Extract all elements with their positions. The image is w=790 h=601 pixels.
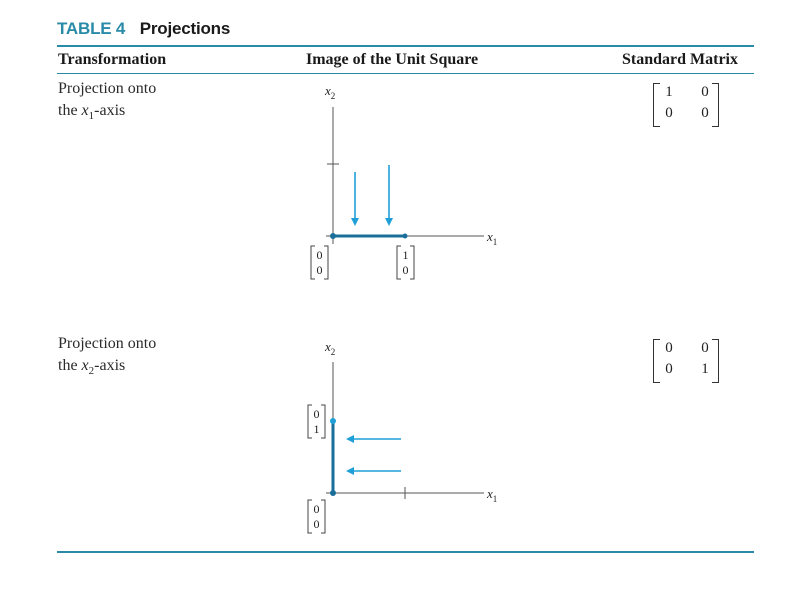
axis-label-x1: x1 [486,486,497,504]
left-bracket [653,339,660,383]
table-title: Projections [139,19,231,38]
svg-text:0: 0 [314,407,320,421]
vector-e2: 0 1 [307,404,326,439]
header-matrix: Standard Matrix [622,51,738,68]
standard-matrix-row-2: 0 0 0 1 [651,336,721,386]
svg-text:0: 0 [314,502,320,516]
matrix-cell: 0 [701,340,709,356]
endpoint [330,418,336,424]
vector-origin: 0 0 [307,499,326,534]
row-2-line2: the x2-axis [58,357,126,378]
table-number: TABLE 4 [57,19,126,38]
header-transformation: Transformation [58,51,167,68]
row-1-transformation: Projection onto the x1-axis [58,78,156,127]
top-rule [57,45,754,47]
row-2-line1: Projection onto [58,335,157,352]
matrix-cell: 0 [665,340,673,356]
svg-text:0: 0 [317,248,323,262]
axis-label-x2: x2 [324,339,335,357]
endpoint [402,233,408,239]
origin-point [330,233,336,239]
matrix-cell: 1 [665,84,673,100]
left-bracket [653,83,660,127]
svg-text:0: 0 [317,263,323,277]
axis-label-x1: x1 [486,229,497,247]
standard-matrix-row-1: 1 0 0 0 [651,80,721,130]
origin-point [330,490,336,496]
row-1-line1: Projection onto [58,80,157,97]
right-bracket [712,83,719,127]
row-2-transformation: Projection onto the x2-axis [58,333,156,382]
svg-text:1: 1 [403,248,409,262]
row-1-line2: the x1-axis [58,102,126,123]
header-image: Image of the Unit Square [306,51,479,68]
axis-label-x2: x2 [324,83,335,101]
svg-text:0: 0 [314,517,320,531]
diagram-projection-x1: x2 x1 0 0 1 0 [310,83,497,280]
vector-origin: 0 0 [310,245,329,280]
table-caption: TABLE 4 Projections [57,19,230,39]
bottom-rule [57,551,754,553]
matrix-cell: 0 [701,105,709,121]
svg-text:0: 0 [403,263,409,277]
matrix-cell: 1 [701,361,709,377]
right-bracket [712,339,719,383]
diagram-projection-x2: x2 x1 0 1 0 0 [307,339,497,534]
header-rule [57,73,754,74]
matrix-cell: 0 [665,361,673,377]
matrix-cell: 0 [665,105,673,121]
vector-e1: 1 0 [396,245,415,280]
svg-text:1: 1 [314,422,320,436]
matrix-cell: 0 [701,84,709,100]
